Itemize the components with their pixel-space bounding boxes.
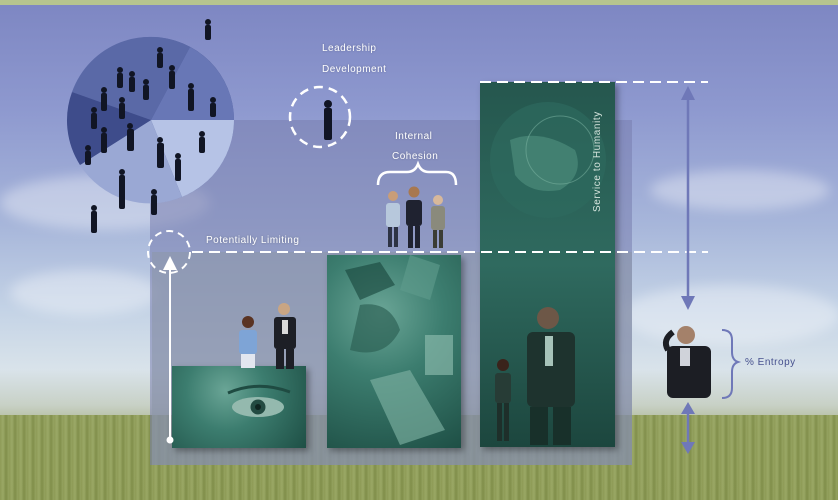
limiting-circle	[147, 230, 191, 274]
people-silhouettes	[85, 19, 216, 233]
stressed-man	[662, 326, 711, 398]
top-band	[0, 0, 838, 5]
double-headed-arrow-lower	[681, 402, 695, 454]
curly-brace	[376, 160, 458, 186]
cohesion-label: Cohesion	[392, 151, 439, 162]
internal-label: Internal	[395, 131, 433, 142]
service-to-humanity-label: Service to Humanity	[592, 111, 603, 212]
businessman-phone	[527, 307, 575, 445]
double-headed-arrow	[681, 86, 695, 310]
cloud	[10, 270, 160, 315]
dashed-circle-marker	[288, 85, 352, 149]
business-couple	[239, 303, 296, 369]
eye-graphic	[227, 384, 291, 417]
businesswoman-phone	[495, 359, 511, 441]
cloud	[620, 285, 838, 345]
entropy-brace	[721, 329, 742, 399]
potentially-limiting-label: Potentially Limiting	[206, 235, 300, 246]
handshake-graphic	[345, 255, 453, 445]
three-people-group	[386, 186, 445, 248]
entropy-label: % Entropy	[745, 357, 796, 368]
cloud	[650, 170, 830, 210]
upward-arrow	[163, 256, 177, 444]
leadership-label: Leadership	[322, 43, 377, 54]
globe-graphic	[490, 102, 606, 218]
development-label: Development	[322, 64, 387, 75]
